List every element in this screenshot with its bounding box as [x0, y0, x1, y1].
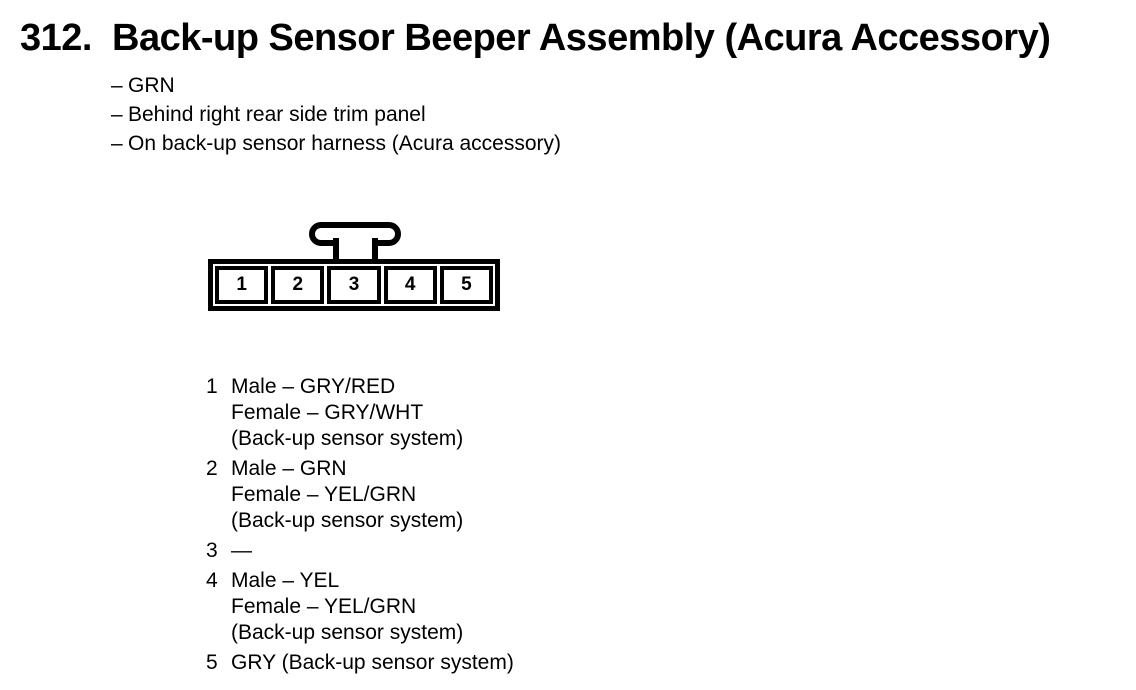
connector-pin-cell: 2 [271, 266, 325, 304]
section-heading: 312. Back-up Sensor Beeper Assembly (Acu… [20, 16, 1051, 60]
pin-detail-line: Female – GRY/WHT [231, 401, 424, 424]
pin-detail-line: (Back-up sensor system) [231, 621, 464, 644]
pin-detail-line: Male – GRY/RED [231, 375, 396, 398]
pin-detail-lines: — [231, 538, 252, 564]
notes-list: – GRN – Behind right rear side trim pane… [111, 71, 561, 158]
pin-number: 3 [206, 539, 218, 562]
connector-diagram: 1 2 3 4 5 [208, 222, 500, 312]
pin-number: 4 [206, 569, 218, 592]
pin-detail-lines: Male – GRN Female – YEL/GRN (Back-up sen… [231, 456, 463, 534]
note-text: GRN [128, 74, 175, 97]
pin-detail-row: 1 Male – GRY/RED Female – GRY/WHT (Back-… [206, 374, 514, 452]
pin-number: 2 [206, 457, 218, 480]
note-item: – GRN [111, 71, 561, 100]
connector-pin-cell: 3 [327, 266, 381, 304]
dash-bullet: – [111, 132, 123, 155]
pin-detail-lines: Male – YEL Female – YEL/GRN (Back-up sen… [231, 568, 463, 646]
pin-detail-line: Female – YEL/GRN [231, 483, 417, 506]
pin-detail-row: 2 Male – GRN Female – YEL/GRN (Back-up s… [206, 456, 514, 534]
pin-detail-line: (Back-up sensor system) [231, 509, 464, 532]
pin-detail-line: GRY (Back-up sensor system) [231, 651, 514, 674]
pin-detail-lines: Male – GRY/RED Female – GRY/WHT (Back-up… [231, 374, 463, 452]
note-item: – Behind right rear side trim panel [111, 100, 561, 129]
section-number: 312. [20, 17, 92, 59]
pin-detail-row: 4 Male – YEL Female – YEL/GRN (Back-up s… [206, 568, 514, 646]
pin-detail-row: 3 — [206, 538, 514, 564]
pin-detail-line: Male – YEL [231, 569, 340, 592]
pin-detail-row: 5 GRY (Back-up sensor system) [206, 650, 514, 676]
pin-detail-line: (Back-up sensor system) [231, 427, 464, 450]
connector-body: 1 2 3 4 5 [208, 259, 500, 311]
pin-number: 1 [206, 375, 218, 398]
dash-bullet: – [111, 74, 123, 97]
pin-number: 5 [206, 651, 218, 674]
pin-detail-lines: GRY (Back-up sensor system) [231, 650, 514, 676]
connector-pin-cell: 5 [439, 266, 494, 304]
note-text: Behind right rear side trim panel [128, 103, 426, 126]
connector-pin-cell: 4 [383, 266, 437, 304]
page-title: Back-up Sensor Beeper Assembly (Acura Ac… [112, 17, 1051, 59]
pin-detail-line: Female – YEL/GRN [231, 595, 417, 618]
pin-detail-line: — [231, 539, 252, 562]
connector-pin-cell: 1 [215, 266, 269, 304]
note-text: On back-up sensor harness (Acura accesso… [128, 132, 562, 155]
dash-bullet: – [111, 103, 123, 126]
pin-detail-list: 1 Male – GRY/RED Female – GRY/WHT (Back-… [206, 374, 514, 680]
note-item: – On back-up sensor harness (Acura acces… [111, 129, 561, 158]
connector-latch-stem [333, 238, 378, 260]
pin-detail-line: Male – GRN [231, 457, 347, 480]
